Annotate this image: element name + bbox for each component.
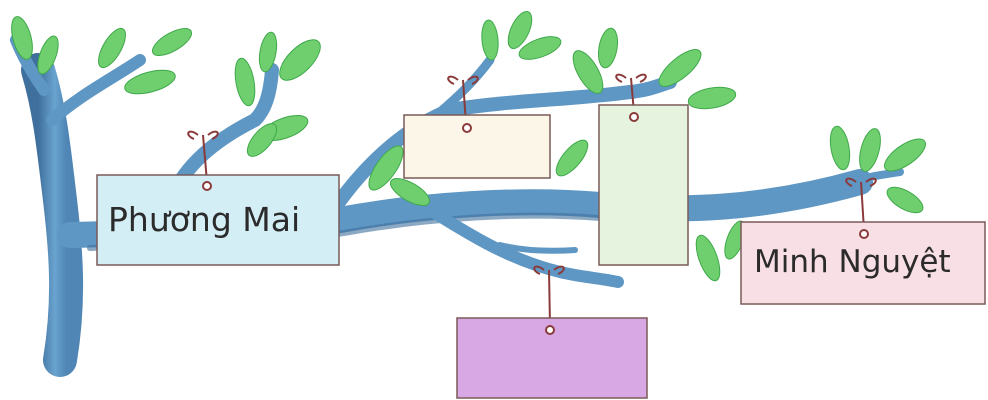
tag-left bbox=[97, 175, 339, 265]
leaf bbox=[654, 44, 707, 93]
tag-tall-middle bbox=[599, 105, 688, 265]
leaf bbox=[596, 27, 621, 70]
leaf bbox=[273, 33, 327, 87]
tag-top-middle bbox=[404, 115, 550, 178]
leaf bbox=[232, 57, 258, 107]
leaf bbox=[856, 126, 885, 173]
leaf bbox=[148, 23, 195, 61]
branch-lower-twig bbox=[500, 245, 575, 251]
leaf bbox=[883, 182, 927, 218]
leaf bbox=[687, 84, 738, 112]
branch-lower bbox=[430, 210, 618, 282]
leaf bbox=[480, 19, 499, 60]
leaf bbox=[880, 133, 931, 177]
leaf bbox=[827, 125, 852, 171]
leaf bbox=[691, 232, 724, 283]
leaf bbox=[551, 135, 593, 180]
